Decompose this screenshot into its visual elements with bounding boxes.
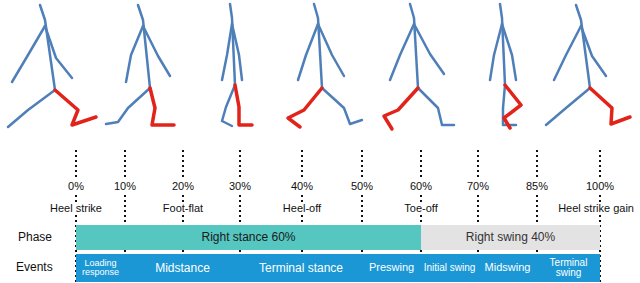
- band-text: Loading response: [78, 259, 123, 278]
- stick-figure: [384, 4, 454, 129]
- band-text: Terminal swing: [539, 258, 598, 279]
- event-band: Midstance: [125, 254, 240, 282]
- percent-label: 10%: [112, 180, 138, 193]
- stance-phase-band: Right stance 60%: [76, 225, 421, 250]
- percent-label: 100%: [584, 180, 616, 193]
- event-band: Loading response: [76, 254, 125, 282]
- gait-event-label: Heel strike: [48, 202, 104, 215]
- event-band: Terminal stance: [240, 254, 362, 282]
- band-text: Terminal stance: [259, 262, 343, 275]
- percent-label: 60%: [408, 180, 434, 193]
- stick-figure: [546, 5, 630, 125]
- row-heading: Phase: [16, 230, 54, 244]
- band-text: Right stance 60%: [201, 231, 295, 244]
- band-text: Right swing 40%: [466, 231, 555, 244]
- gait-event-label: Heel strike gain: [556, 202, 636, 215]
- stick-figure: [490, 4, 521, 128]
- event-band: Midswing: [478, 254, 537, 282]
- percent-label: 85%: [524, 180, 550, 193]
- stick-figure: [288, 4, 362, 127]
- gait-event-label: Heel-off: [281, 202, 323, 215]
- swing-phase-band: Right swing 40%: [421, 225, 600, 250]
- band-text: Initial swing: [424, 263, 476, 274]
- band-text: Midswing: [485, 262, 531, 274]
- band-text: Preswing: [369, 262, 414, 274]
- percent-label: 0%: [66, 180, 86, 193]
- percent-label: 40%: [289, 180, 315, 193]
- stick-figures: [8, 4, 630, 129]
- phase-divider-lines: [76, 150, 600, 283]
- event-band: Terminal swing: [537, 254, 600, 282]
- percent-label: 30%: [227, 180, 253, 193]
- percent-label: 70%: [465, 180, 491, 193]
- gait-event-label: Toe-off: [402, 202, 439, 215]
- band-text: Midstance: [155, 262, 210, 275]
- stick-figure: [8, 5, 96, 127]
- percent-label: 20%: [170, 180, 196, 193]
- stick-figure: [106, 5, 174, 125]
- event-band: Preswing: [362, 254, 421, 282]
- row-heading: Events: [14, 260, 55, 274]
- stick-figure: [222, 4, 252, 126]
- percent-label: 50%: [349, 180, 375, 193]
- gait-event-label: Foot-flat: [161, 202, 205, 215]
- event-band: Initial swing: [421, 254, 478, 282]
